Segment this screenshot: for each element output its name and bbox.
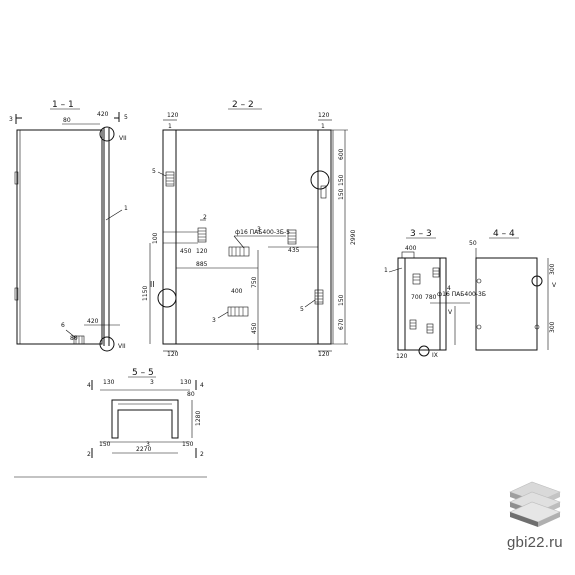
plate-3-lower (227, 306, 249, 317)
dim-120-top-right: 120 (318, 112, 330, 119)
plate-5-top (165, 171, 175, 187)
dim-80-5-5: 80 (187, 391, 195, 398)
dim-670: 670 (338, 318, 345, 330)
dim-120-inner: 120 (196, 248, 208, 255)
gbi22-logo (509, 481, 561, 527)
section-4-4: 4 – 4 50 V 300 300 (469, 229, 557, 351)
label-II: II (150, 280, 154, 289)
mark-4-left-5-5: 4 (87, 382, 91, 389)
plate-3-upper (228, 246, 250, 257)
section-3-3-title: 3 – 3 (410, 229, 432, 239)
section-1-1: 1 – 1 3 5 VII VII 420 80 420 80 1 6 (9, 100, 128, 352)
section-2-2-title: 2 – 2 (232, 100, 254, 110)
dim-150-left-5-5: 150 (99, 441, 111, 448)
panel-4-4-outline (475, 257, 538, 351)
dim-780-3-3: 780 (425, 294, 437, 301)
mark-2-right-5-5: 2 (200, 451, 204, 458)
dim-150-right-5-5: 150 (182, 441, 194, 448)
mark-4-right-5-5: 4 (200, 382, 204, 389)
spec-3-3: ф16 ПАБ400-3Б (437, 291, 486, 298)
mark-5-cut: 5 (124, 114, 128, 121)
mark-2-left-5-5: 2 (87, 451, 91, 458)
dim-3-bottom-5-5: 3 (146, 441, 150, 448)
dim-600: 600 (338, 148, 345, 160)
section-5-5-title: 5 – 5 (132, 368, 154, 378)
dim-130-5-5: 130 (103, 379, 115, 386)
label-VII-top: VII (119, 135, 127, 142)
plate-5-right (314, 289, 324, 305)
dim-1280-5-5: 1280 (195, 411, 202, 426)
dim-100-left: 100 (152, 232, 159, 244)
dim-80-top: 80 (63, 117, 71, 124)
detail-IX-circle (418, 345, 430, 357)
dim-885: 885 (196, 261, 208, 268)
section-2-2: 2 – 2 120 120 1 1 II 5 (142, 100, 357, 358)
cut-1-left: 1 (168, 123, 172, 130)
label-VII-bottom: VII (118, 343, 126, 350)
mark-3-spec: 3 (257, 226, 261, 233)
rebar-spec: ф16 ПАБ400-3Б-5 (235, 229, 290, 236)
mark-6-leader: 6 (61, 322, 65, 329)
detail-VII-top-circle (99, 126, 115, 142)
mark-3-lower: 3 (212, 317, 216, 324)
dim-120-3-3: 120 (396, 353, 408, 360)
panel-2-2-outline (162, 129, 332, 345)
dim-50-4-4: 50 (469, 240, 477, 247)
dim-130b-5-5: 130 (180, 379, 192, 386)
detail-circle-top-right (310, 170, 330, 190)
dim-450b: 450 (251, 322, 258, 334)
mark-1-3-3: 1 (384, 267, 388, 274)
dim-300-4-4: 300 (549, 263, 556, 275)
dim-2990: 2990 (350, 230, 357, 245)
dim-1150: 1150 (142, 286, 149, 301)
dim-420-bottom: 420 (87, 318, 99, 325)
section-4-4-title: 4 – 4 (493, 229, 515, 239)
dim-150: 150 (338, 174, 345, 186)
panel-3-3-outline (397, 257, 447, 351)
dim-400-3-3: 400 (405, 245, 417, 252)
dim-120-bottom-right: 120 (318, 351, 330, 358)
dim-2270-5-5: 2270 (136, 446, 151, 453)
mark-2: 2 (203, 214, 207, 221)
dim-750: 750 (251, 276, 258, 288)
dim-120-bottom-left: 120 (167, 351, 179, 358)
dim-120-top-left: 120 (167, 112, 179, 119)
dim-400: 400 (231, 288, 243, 295)
mark-4-3-3: 4 (447, 285, 451, 292)
cut-1-right: 1 (321, 123, 325, 130)
dim-420-top: 420 (97, 111, 109, 118)
dim-3-top-5-5: 3 (150, 379, 154, 386)
dim-450: 450 (180, 248, 192, 255)
label-IX: IX (432, 352, 438, 359)
frame-5-5 (111, 399, 179, 439)
dim-435: 435 (288, 247, 300, 254)
site-watermark: gbi22.ru (507, 534, 563, 551)
label-V-4-4: V (552, 282, 557, 289)
detail-circle-4-4 (531, 275, 543, 287)
plate-2 (197, 227, 207, 243)
detail-VII-bottom-circle (99, 336, 115, 352)
dim-150b: 150 (338, 188, 345, 200)
panel-1-1-outline (16, 129, 103, 345)
dim-700-3-3: 700 (411, 294, 423, 301)
plate-right-mid (287, 229, 297, 245)
dim-300b-4-4: 300 (549, 321, 556, 333)
section-5-5: 5 – 5 4 4 2 2 130 3 130 80 1280 150 3 15… (87, 368, 204, 458)
mark-5-2-2: 5 (152, 168, 156, 175)
mark-1-leader: 1 (124, 205, 128, 212)
detail-circle-II (157, 288, 177, 308)
mark-5-right: 5 (300, 306, 304, 313)
label-V-3-3: V (448, 309, 453, 316)
dim-150c: 150 (338, 294, 345, 306)
mark-3-cut: 3 (9, 116, 13, 123)
section-1-1-title: 1 – 1 (52, 100, 74, 110)
section-3-3: 3 – 3 400 1 700 780 ф16 ПАБ400-3Б 4 V 12… (384, 229, 486, 360)
